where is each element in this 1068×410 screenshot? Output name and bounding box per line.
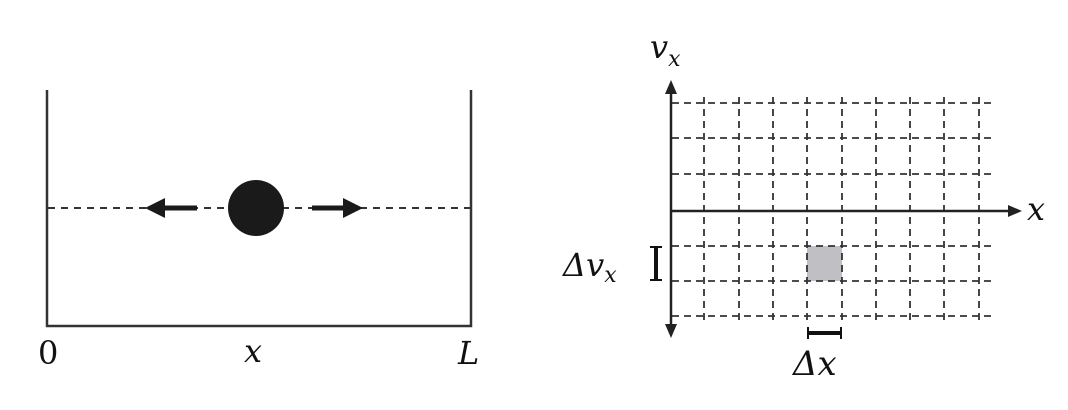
right-arrow-icon [312, 198, 363, 218]
delta-v-label: Δvx [561, 246, 617, 288]
v-axis [665, 80, 677, 338]
particle [228, 180, 284, 236]
origin-label: 0 [38, 334, 58, 372]
delta-v-bracket [650, 246, 662, 281]
box-diagram: 0 x L [38, 90, 479, 372]
x-axis-label: x [1027, 190, 1045, 228]
position-label: x [244, 332, 262, 370]
delta-x-bracket [807, 327, 842, 339]
grid-lines [672, 97, 994, 322]
phase-space-grid: vx x Δvx Δx [561, 28, 1045, 384]
left-arrow-icon [145, 198, 197, 218]
x-axis [671, 205, 1022, 217]
highlighted-cell [807, 246, 842, 281]
length-label: L [457, 334, 479, 372]
box-walls [45, 90, 473, 328]
v-axis-label: vx [650, 28, 681, 72]
delta-x-label: Δx [791, 344, 837, 384]
